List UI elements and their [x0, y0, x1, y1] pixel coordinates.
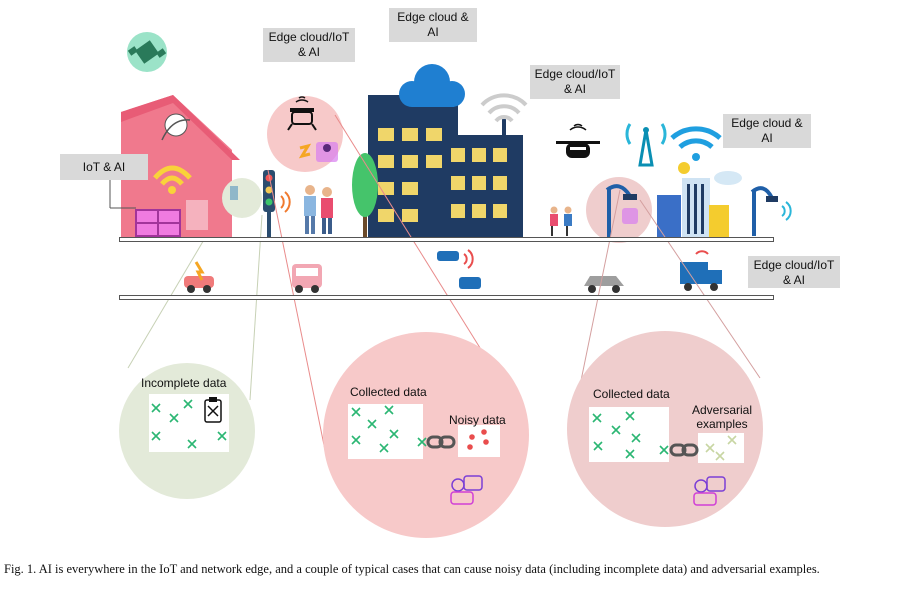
drone-icon [287, 96, 317, 131]
label-edge-cloud-iot-ai-right-drone: Edge cloud/IoT & AI [530, 65, 620, 99]
link-icon-left [426, 435, 456, 449]
data-points-incomplete [151, 399, 227, 449]
street-lamp-icon [605, 184, 638, 240]
traffic-light-icon [263, 170, 291, 240]
smart-home-house [121, 95, 240, 240]
noisy-data-bubble [323, 332, 529, 538]
noisy-data-title: Noisy data [449, 413, 506, 427]
people-icon [550, 206, 572, 236]
car-icon-pink [292, 264, 322, 293]
data-points-collected-right [592, 411, 669, 459]
data-points-collected-left [351, 405, 427, 453]
label-edge-cloud-iot-ai-drone: Edge cloud/IoT & AI [263, 28, 355, 62]
noisy-data-points [467, 429, 489, 450]
upper-road [119, 237, 774, 242]
lightning-icon [298, 143, 312, 159]
missing-data-clipboard-icon [204, 397, 222, 423]
tree-icon [352, 153, 378, 237]
antenna-tower-icon [625, 123, 667, 167]
green-edge-circle [222, 178, 262, 218]
wifi-icon-blue [670, 126, 722, 161]
label-edge-cloud-ai-right: Edge cloud & AI [723, 114, 811, 148]
label-edge-cloud-ai-top: Edge cloud & AI [389, 8, 477, 42]
collected-data-box-left [348, 404, 423, 459]
satellite-icon [127, 32, 167, 72]
drone-icon-right [556, 123, 600, 158]
cloud-icon [399, 64, 465, 107]
tall-building [368, 95, 523, 237]
truck-icon [680, 250, 722, 291]
incomplete-data-title: Incomplete data [141, 376, 227, 390]
collected-data-title-left: Collected data [350, 385, 427, 399]
car-icon-orange [184, 261, 214, 293]
car-icon-grey [584, 276, 624, 293]
figure-caption: Fig. 1. AI is everywhere in the IoT and … [4, 562, 820, 576]
adversarial-data-points [705, 435, 737, 461]
pedestrians-icon [304, 185, 333, 234]
attacker-icon-right [693, 476, 726, 506]
adversarial-examples-title: Adversarial examples [691, 403, 753, 431]
hacker-icon [316, 142, 338, 162]
label-iot-ai: IoT & AI [60, 154, 148, 180]
link-icon-right [669, 443, 699, 457]
lower-road [119, 295, 774, 300]
city-buildings [657, 162, 742, 238]
wifi-icon [480, 93, 528, 123]
label-edge-cloud-iot-ai-truck: Edge cloud/IoT & AI [748, 256, 840, 288]
noisy-data-box [458, 425, 500, 457]
adversarial-box [698, 433, 744, 463]
car-icon-blue [437, 249, 481, 289]
attacker-icon-left [450, 475, 483, 505]
collected-data-title-right: Collected data [593, 387, 670, 401]
lamp-edge-circle [586, 177, 652, 243]
street-lamp-icon-right [750, 186, 792, 236]
connector-lines [109, 114, 761, 451]
